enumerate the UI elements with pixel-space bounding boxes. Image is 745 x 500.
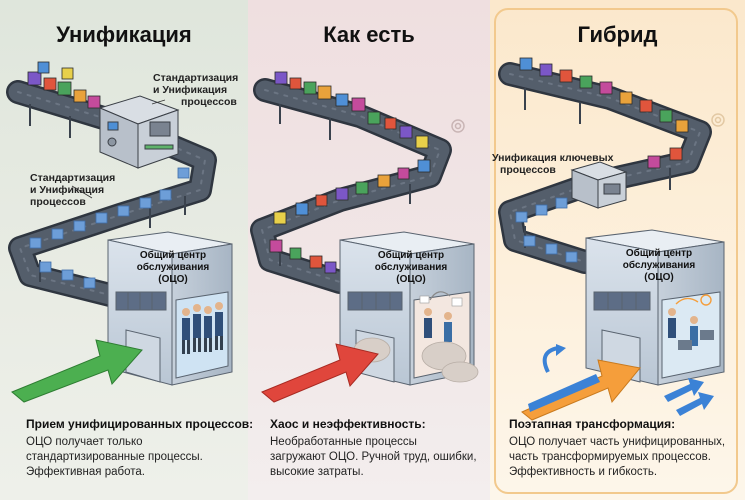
- label-line: процессов: [30, 196, 86, 208]
- panel-title-unification: Унификация: [56, 22, 192, 47]
- label-line: и Унификация: [153, 84, 228, 96]
- dust-cloud: [353, 337, 479, 383]
- label-line: процессов: [500, 164, 556, 176]
- panel-title-hybrid: Гибрид: [577, 22, 658, 47]
- caption-title-hybrid: Поэтапная трансформация:: [509, 417, 676, 431]
- caption-line: загружают ОЦО. Ручной труд, ошибки,: [270, 451, 477, 463]
- caption-line: Эффективность и гибкость.: [509, 466, 658, 478]
- caption-line: стандартизированные процессы.: [26, 451, 203, 463]
- center-label-unification: Общий центр обслуживания (ОЦО): [118, 250, 228, 286]
- worker-icon: [419, 291, 463, 342]
- center-line: (ОЦО): [644, 272, 674, 283]
- caption-line: ОЦО получает только: [26, 436, 143, 448]
- caption-body-hybrid: ОЦО получает часть унифицированных, част…: [509, 435, 725, 480]
- arrow-icon: [11, 339, 143, 403]
- label-standardization-top: Стандартизация и Унификация процессов: [153, 72, 238, 108]
- center-label-as-is: Общий центр обслуживания (ОЦО): [356, 250, 466, 286]
- caption-line: часть трансформируемых процессов.: [509, 451, 711, 463]
- panel-title-as-is: Как есть: [323, 22, 415, 47]
- worker-icon: [668, 294, 714, 350]
- cube-icon: [27, 61, 101, 109]
- caption-line: ОЦО получает часть унифицированных,: [509, 436, 726, 448]
- unification-machine: [570, 161, 628, 209]
- caption-body-unification: ОЦО получает только стандартизированные …: [26, 435, 203, 480]
- standardization-machine: [98, 95, 180, 169]
- center-line: обслуживания: [622, 260, 696, 271]
- label-line: Стандартизация: [30, 172, 116, 184]
- caption-title-as-is: Хаос и неэффективность:: [270, 417, 426, 431]
- center-line: (ОЦО): [396, 274, 426, 285]
- cube-icon: [269, 71, 431, 274]
- label-line: и Унификация: [30, 184, 105, 196]
- label-line: Стандартизация: [153, 72, 239, 84]
- center-line: Общий центр: [625, 248, 693, 259]
- center-line: обслуживания: [374, 262, 448, 273]
- arrow-icon: [521, 344, 714, 421]
- caption-line: высокие затраты.: [270, 466, 364, 478]
- people-icon: [182, 302, 223, 354]
- cube-icon: [519, 57, 689, 169]
- label-line: Унификация ключевых: [492, 152, 614, 164]
- center-line: обслуживания: [136, 262, 210, 273]
- center-line: (ОЦО): [158, 274, 188, 285]
- caption-line: Эффективная работа.: [26, 466, 145, 478]
- gear-icon: [711, 113, 725, 127]
- arrow-icon: [261, 343, 379, 403]
- gear-icon: [451, 119, 465, 133]
- label-key-unification: Унификация ключевых процессов: [492, 152, 613, 176]
- cube-icon: [29, 167, 190, 289]
- cube-icon: [515, 197, 578, 263]
- center-line: Общий центр: [139, 250, 207, 261]
- center-line: Общий центр: [377, 250, 445, 261]
- caption-body-as-is: Необработанные процессы загружают ОЦО. Р…: [270, 435, 477, 480]
- caption-title-unification: Прием унифицированных процессов:: [26, 417, 254, 431]
- gear-icon: [700, 294, 712, 306]
- label-line: процессов: [181, 96, 237, 108]
- center-label-hybrid: Общий центр обслуживания (ОЦО): [604, 248, 714, 284]
- hybrid-highlight-frame: [494, 8, 738, 494]
- label-standardization-mid: Стандартизация и Унификация процессов: [30, 172, 115, 208]
- caption-line: Необработанные процессы: [270, 436, 417, 448]
